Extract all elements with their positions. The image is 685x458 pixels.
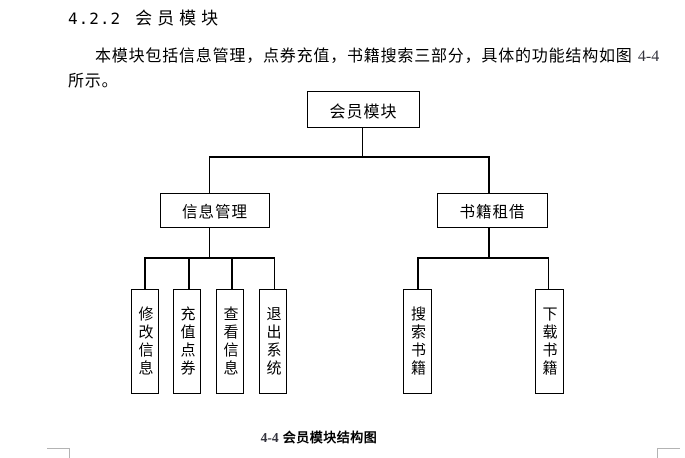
section-heading: 4.2.2 会员模块 [68,4,223,29]
section-title: 会员模块 [135,9,224,28]
figure-caption-number: 4-4 [260,430,279,445]
connector-right-horizontal [417,257,549,259]
node-label: 书籍租借 [459,203,526,221]
connector-left-horizontal [144,257,275,259]
paragraph-line-2: 所示。 [68,67,118,91]
connector-drop-leaf-3 [231,257,233,290]
connector-book-drop [488,228,490,258]
leaf-label: 修改信息 [136,305,154,378]
diagram-node-root: 会员模块 [307,91,420,128]
page-boundary-mark-right-horizontal [657,447,680,449]
diagram-leaf-recharge-points: 充值点券 [173,289,201,394]
connector-drop-leaf-6 [547,257,549,290]
diagram-node-info-management: 信息管理 [160,193,270,228]
connector-drop-leaf-1 [144,257,146,290]
page-boundary-mark-left-vertical [69,447,70,458]
diagram-leaf-view-info: 查看信息 [216,289,244,394]
connector-info-drop [208,228,210,258]
connector-drop-leaf-4 [273,257,275,290]
page-boundary-mark-right-vertical [657,447,658,458]
paragraph-text: 本模块包括信息管理，点券充值，书籍搜索三部分，具体的功能结构如图 [95,48,633,65]
diagram-leaf-exit-system: 退出系统 [259,289,287,394]
page-boundary-mark-left-horizontal [47,447,70,449]
connector-drop-leaf-2 [188,257,190,290]
connector-level1-horizontal [208,156,490,158]
diagram-leaf-download-books: 下载书籍 [534,289,564,394]
figure-caption: 4-4 会员模块结构图 [119,427,519,446]
leaf-label: 搜索书籍 [409,305,426,378]
node-label: 会员模块 [329,103,398,121]
paragraph-text: 所示。 [68,73,119,90]
leaf-label: 下载书籍 [540,305,558,378]
leaf-label: 退出系统 [264,305,282,378]
paragraph-line-1: 本模块包括信息管理，点券充值，书籍搜索三部分，具体的功能结构如图 4-4 [95,42,659,66]
leaf-label: 查看信息 [221,305,239,378]
section-number: 4.2.2 [68,9,122,28]
connector-drop-book [488,156,490,193]
figure-caption-title: 会员模块结构图 [282,430,378,445]
diagram-leaf-modify-info: 修改信息 [131,289,159,394]
node-label: 信息管理 [181,203,248,221]
connector-drop-leaf-5 [417,257,419,290]
leaf-label: 充值点券 [178,305,196,378]
diagram-node-book-rental: 书籍租借 [437,193,548,228]
connector-drop-info [208,156,210,193]
diagram-leaf-search-books: 搜索书籍 [403,289,432,394]
connector-root-drop [361,128,363,157]
figure-reference-inline: 4-4 [637,48,660,65]
